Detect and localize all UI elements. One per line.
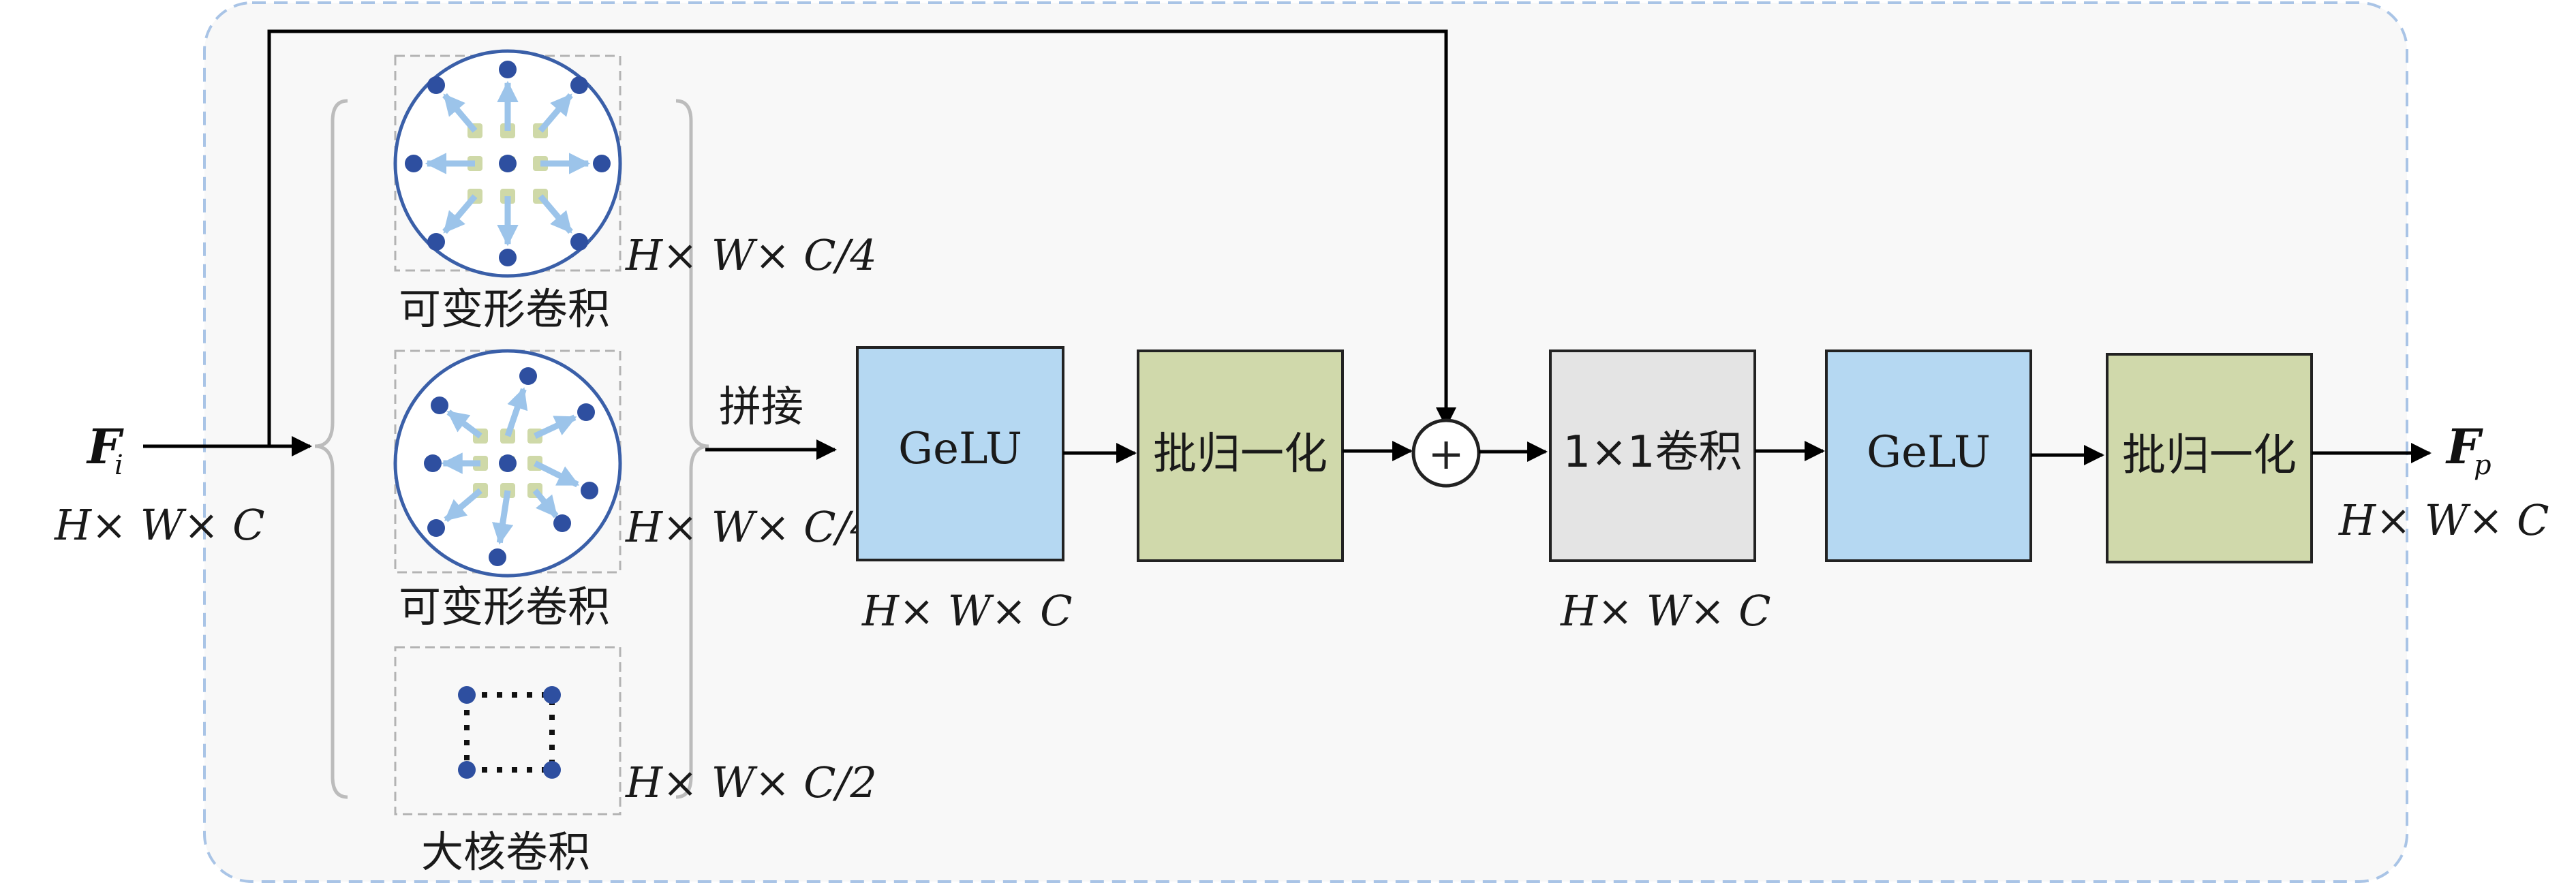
branch-deformable-conv-2: 可变形卷积 H× W× C/4 xyxy=(393,349,877,632)
skip-connection-arrow xyxy=(267,29,1456,446)
branch-3-shape: H× W× C/2 xyxy=(625,758,877,807)
concat-label: 拼接 xyxy=(719,382,803,431)
kernel-corner-point xyxy=(458,761,476,779)
batchnorm-block-2: 批归一化 xyxy=(2106,353,2313,563)
sampling-point xyxy=(577,403,595,421)
offset-arrow xyxy=(492,490,514,545)
batchnorm-block-1: 批归一化 xyxy=(1137,350,1344,562)
kernel-corner-point xyxy=(543,761,561,779)
input-label: F i H× W× C xyxy=(54,418,265,550)
offset-arrow xyxy=(446,409,482,439)
input-shape: H× W× C xyxy=(54,500,265,550)
conv1x1-block: 1×1卷积 H× W× C xyxy=(1549,350,1771,636)
conv1x1-block-label: 1×1卷积 xyxy=(1563,427,1742,478)
offset-arrow xyxy=(534,414,577,439)
output-subscript: p xyxy=(2474,450,2491,481)
kernel-corner-point xyxy=(543,686,561,704)
offset-arrow xyxy=(442,93,478,133)
gelu-block-2-label: GeLU xyxy=(1867,427,1991,478)
output-label: F p H× W× C xyxy=(2338,418,2549,545)
gelu-block-1-label: GeLU xyxy=(898,424,1022,474)
add-symbol: + xyxy=(1428,429,1465,480)
sampling-point xyxy=(581,482,598,499)
sampling-point xyxy=(405,155,423,172)
add-node: + xyxy=(1411,418,1481,488)
offset-arrow xyxy=(538,194,573,234)
input-subscript: i xyxy=(114,450,123,481)
offset-arrow xyxy=(533,460,580,488)
branch-1-label: 可变形卷积 xyxy=(399,284,610,334)
sampling-point xyxy=(593,155,611,172)
offset-arrow xyxy=(442,194,478,234)
gelu-block-2: GeLU xyxy=(1825,350,2032,562)
conv1x1-block-shape: H× W× C xyxy=(1560,586,1771,636)
offset-arrow xyxy=(538,93,573,133)
sampling-point xyxy=(499,249,517,266)
sampling-point xyxy=(553,514,571,532)
sampling-point xyxy=(427,76,445,94)
right-brace xyxy=(675,99,709,799)
gelu-block-1: GeLU H× W× C xyxy=(856,346,1073,636)
branch-2-label: 可变形卷积 xyxy=(399,582,610,632)
kernel-corner-point xyxy=(458,686,476,704)
sampling-point xyxy=(499,155,517,172)
sampling-point xyxy=(519,367,537,385)
output-shape: H× W× C xyxy=(2338,495,2549,545)
output-symbol: F xyxy=(2445,418,2483,475)
large-kernel-outline xyxy=(464,692,555,773)
sampling-point xyxy=(427,233,445,251)
sampling-point xyxy=(499,61,517,78)
sampling-point xyxy=(424,454,442,472)
branch-large-kernel-conv: 大核卷积 H× W× C/2 xyxy=(394,646,877,877)
sampling-point xyxy=(431,397,448,414)
gelu-block-1-shape: H× W× C xyxy=(861,586,1073,636)
input-symbol: F xyxy=(86,418,124,475)
branch-1-shape: H× W× C/4 xyxy=(625,230,877,280)
left-brace xyxy=(314,99,348,799)
branch-3-label: 大核卷积 xyxy=(421,827,590,877)
offset-arrow xyxy=(504,387,528,437)
sampling-point xyxy=(570,76,588,94)
sampling-point xyxy=(427,519,445,537)
branch-2-shape: H× W× C/4 xyxy=(625,502,877,552)
batchnorm-block-2-label: 批归一化 xyxy=(2122,431,2297,481)
branch-deformable-conv-1: 可变形卷积 H× W× C/4 xyxy=(393,49,877,334)
batchnorm-block-1-label: 批归一化 xyxy=(1153,429,1328,480)
sampling-point xyxy=(489,548,506,566)
sampling-point xyxy=(499,454,517,472)
sampling-point xyxy=(570,233,588,251)
offset-arrow xyxy=(532,488,559,518)
offset-arrow xyxy=(444,488,482,523)
